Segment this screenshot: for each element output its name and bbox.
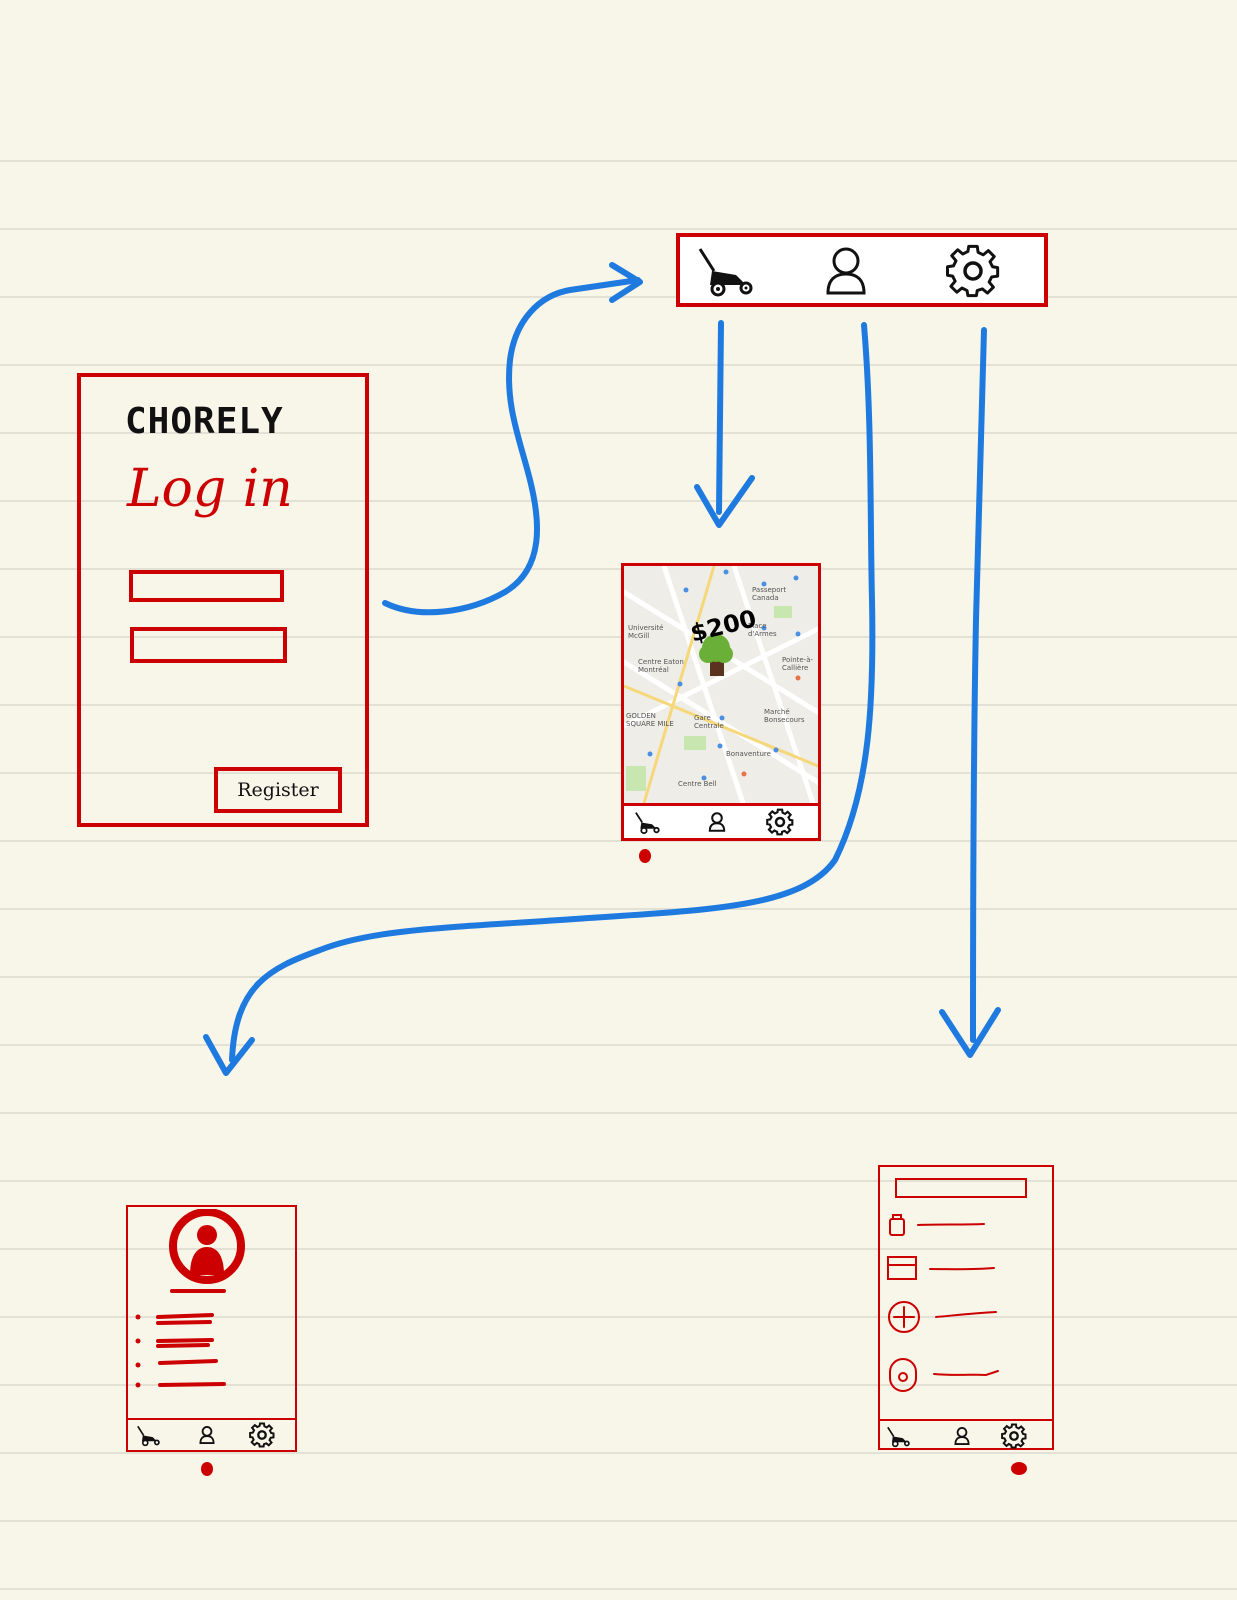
screen-marker-dot — [639, 849, 651, 863]
screen-marker-dot — [1011, 1462, 1027, 1475]
screen-marker-dot — [201, 1462, 213, 1476]
bottom-nav-bar — [624, 803, 818, 838]
bottom-nav-bar — [878, 1419, 1054, 1452]
map-label: GOLDEN SQUARE MILE — [626, 712, 674, 728]
register-button[interactable]: Register — [214, 767, 342, 813]
profile-info-lines — [135, 1289, 226, 1388]
app-title: CHORELY — [125, 401, 284, 442]
map-label: Centre Bell — [678, 780, 717, 788]
map-label: Place d'Armes — [748, 622, 777, 638]
login-heading: Log in — [127, 459, 293, 519]
settings-item — [887, 1256, 995, 1280]
login-screen: CHORELY Log in Register — [77, 373, 369, 827]
lawnmower-icon[interactable] — [882, 1423, 916, 1449]
map-label: Bonaventure — [726, 750, 771, 758]
settings-item — [889, 1214, 985, 1236]
search-input[interactable] — [895, 1178, 1027, 1198]
bottom-nav-bar — [126, 1418, 297, 1452]
avatar — [169, 1209, 245, 1284]
map-screen: Université McGill Centre Eaton Montréal … — [621, 563, 821, 841]
profile-screen — [126, 1205, 297, 1452]
gear-icon[interactable] — [938, 241, 1008, 301]
lawnmower-icon[interactable] — [632, 808, 664, 836]
user-icon[interactable] — [704, 808, 730, 836]
gear-icon[interactable] — [244, 1421, 280, 1449]
gear-icon[interactable] — [762, 807, 798, 837]
map-label: Centre Eaton Montréal — [638, 658, 684, 674]
gear-icon[interactable] — [996, 1422, 1032, 1450]
map-label: Pointe-à-Callière — [782, 656, 814, 672]
map-label: Marché Bonsecours — [764, 708, 805, 724]
user-icon[interactable] — [195, 1422, 219, 1448]
password-field[interactable] — [130, 627, 287, 663]
settings-list — [887, 1214, 999, 1392]
settings-screen — [878, 1165, 1054, 1450]
user-icon[interactable] — [950, 1423, 974, 1449]
bottom-nav-bar — [676, 233, 1048, 307]
map-label: Gare Centrale — [694, 714, 724, 730]
map-streets — [624, 566, 818, 803]
user-icon[interactable] — [816, 243, 876, 299]
tree-marker — [699, 634, 733, 676]
map-view[interactable]: Université McGill Centre Eaton Montréal … — [624, 566, 818, 803]
lawnmower-icon[interactable] — [696, 241, 758, 299]
settings-item — [888, 1301, 997, 1333]
map-label: Université McGill — [628, 624, 664, 640]
map-label: Passeport Canada — [752, 586, 787, 602]
lawnmower-icon[interactable] — [132, 1422, 166, 1448]
username-field[interactable] — [129, 570, 284, 602]
settings-item — [889, 1358, 999, 1392]
